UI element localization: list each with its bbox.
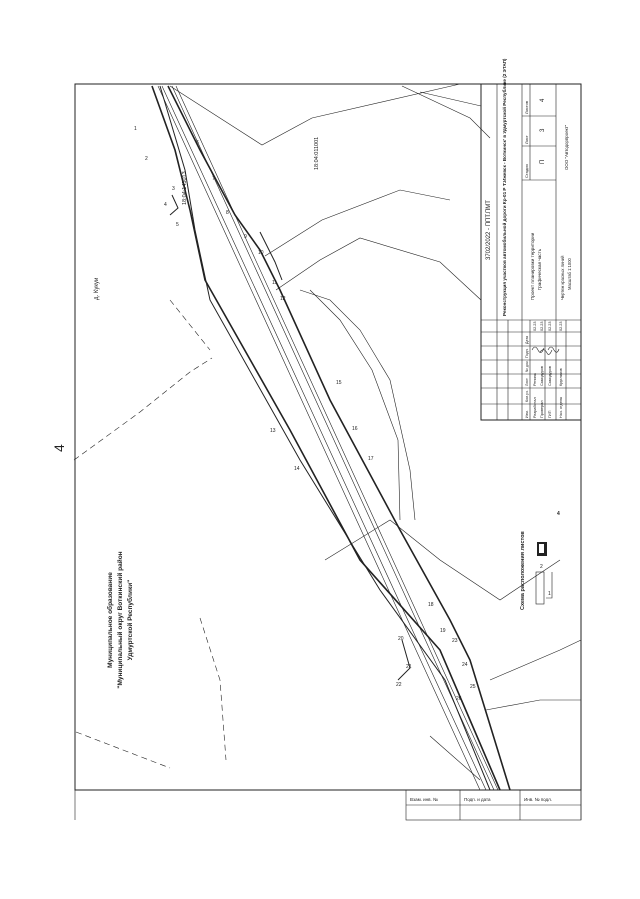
sheet-layout-scheme: Схема расположения листов 1 2 4 [520, 511, 560, 610]
point-label: 13 [270, 428, 276, 434]
road-corridor [151, 85, 511, 791]
municipality-line-1: Муниципальное образование [106, 572, 114, 668]
stamp-role: ГИП [548, 410, 552, 418]
signature-mark [531, 346, 545, 353]
stamp-stage: П [540, 160, 546, 164]
stamp-doc-title-1: Проект планировки территории [530, 232, 535, 300]
scheme-sheet-2: 2 [540, 564, 543, 570]
stamp-doc-title-2: Графическая часть [537, 248, 542, 290]
point-labels: 1 2 3 4 5 6 7 8 9 10 11 12 13 14 15 16 1… [134, 126, 476, 702]
point-label: 6 [196, 140, 199, 146]
point-label: 9 [244, 234, 247, 240]
point-label: 15 [336, 380, 342, 386]
point-label: 20 [398, 636, 404, 642]
margin-label-replace: Взам. инв. № [410, 797, 438, 802]
point-label: 26 [456, 696, 462, 702]
municipality-line-3: Удмуртской Республики" [126, 580, 134, 661]
stamp-drawing-name-2: Масштаб 1:1000 [567, 257, 572, 290]
stamp-name: Самодуров [548, 366, 552, 386]
stamp-sheet-header: Лист [524, 135, 529, 144]
stamp-name: Самодуров [540, 366, 544, 386]
point-label: 3 [172, 186, 175, 192]
cadastral-boundaries [169, 83, 582, 781]
point-label: 5 [176, 222, 179, 228]
point-label: 8 [226, 210, 229, 216]
title-block: 3702/2022 - ППТ.ПМТ Реконструкция участк… [480, 58, 582, 421]
point-label: 18 [428, 602, 434, 608]
stamp-sheets-header: Листов [524, 101, 529, 114]
stamp-stage-header: Стадия [524, 164, 529, 178]
stamp-col-header: № док. [525, 360, 529, 372]
stamp-role: Проверил [540, 401, 544, 419]
signature-mark [539, 349, 553, 355]
point-label: 12 [280, 296, 286, 302]
stamp-role: Разработал [533, 397, 537, 418]
stamp-organization: ООО "Автодорпроект" [564, 124, 569, 170]
stamp-col-header: Кол.уч. [525, 390, 529, 402]
point-label: 11 [272, 280, 277, 286]
stamp-col-header: Подп. [525, 348, 529, 358]
parcel-number-right: 18:04:011001 [314, 137, 320, 170]
stamp-col-header: Лист [525, 378, 529, 386]
point-label: 22 [396, 682, 402, 688]
point-label: 19 [440, 628, 446, 634]
stamp-date: 02.23 [559, 321, 563, 331]
stamp-name: Репина [533, 372, 537, 386]
stamp-role: Нач. отдела [559, 396, 563, 418]
point-label: 14 [294, 466, 300, 472]
point-label: 1 [134, 126, 137, 132]
municipal-boundaries [73, 299, 227, 769]
stamp-code: 3702/2022 - ППТ.ПМТ [486, 200, 492, 260]
stamp-col-header: Изм. [525, 410, 529, 418]
binding-strip: Взам. инв. № Подп. и дата Инв. № подл. [405, 789, 582, 821]
stamp-sheets: 4 [540, 98, 546, 102]
municipality-title: Муниципальное образование "Муниципальный… [106, 551, 134, 688]
point-label: 17 [368, 456, 374, 462]
point-label: 21 [406, 664, 412, 670]
point-label: 2 [145, 156, 148, 162]
point-label: 7 [212, 176, 215, 182]
stamp-drawing-name-1: Чертеж красных линий [560, 255, 565, 300]
point-label: 24 [462, 662, 468, 668]
municipality-line-2: "Муниципальный округ Воткинский район [116, 551, 124, 688]
point-label: 23 [452, 638, 458, 644]
point-label: 25 [470, 684, 476, 690]
scheme-sheet-4: 4 [557, 511, 560, 517]
scheme-title: Схема расположения листов [520, 531, 526, 610]
scheme-sheet-1: 1 [548, 591, 551, 597]
stamp-date: 02.23 [540, 321, 544, 331]
parcel-number-top: 18:04:145013 [182, 171, 188, 205]
page-number: 4 [51, 444, 67, 452]
stamp-date: 02.23 [548, 321, 552, 331]
point-label: 16 [352, 426, 358, 432]
point-label: 10 [258, 250, 264, 256]
stamp-sheet: 3 [540, 128, 546, 132]
stamp-date: 02.23 [533, 321, 537, 331]
point-label: 4 [164, 202, 167, 208]
signature-mark [547, 346, 560, 353]
stamp-project-title: Реконструкция участков автомобильной дор… [501, 58, 507, 316]
village-name: д. Кукуи [94, 278, 100, 300]
stamp-col-header: Дата [525, 336, 529, 344]
margin-label-inv: Инв. № подл. [524, 797, 552, 802]
margin-label-sign: Подп. и дата [464, 797, 491, 802]
stamp-name: Кругликов [559, 368, 563, 386]
